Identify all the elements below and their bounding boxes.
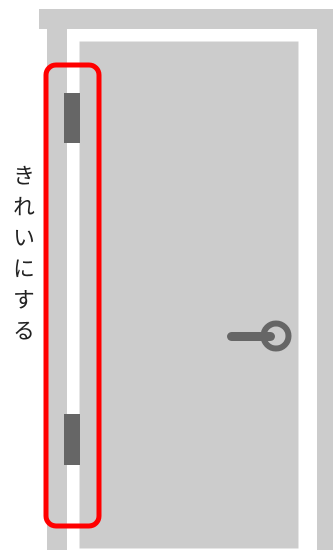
door-panel (76, 38, 302, 550)
door-frame-left (47, 28, 67, 550)
highlight-rectangle (43, 62, 102, 529)
door-frame-top (39, 9, 333, 29)
lower-hinge-icon (64, 414, 80, 465)
upper-hinge-icon (64, 93, 80, 143)
hinge-gap (68, 31, 77, 550)
clean-label: きれいにする (9, 164, 34, 350)
door-frame-right (317, 28, 333, 550)
door-handle-icon (227, 320, 292, 352)
